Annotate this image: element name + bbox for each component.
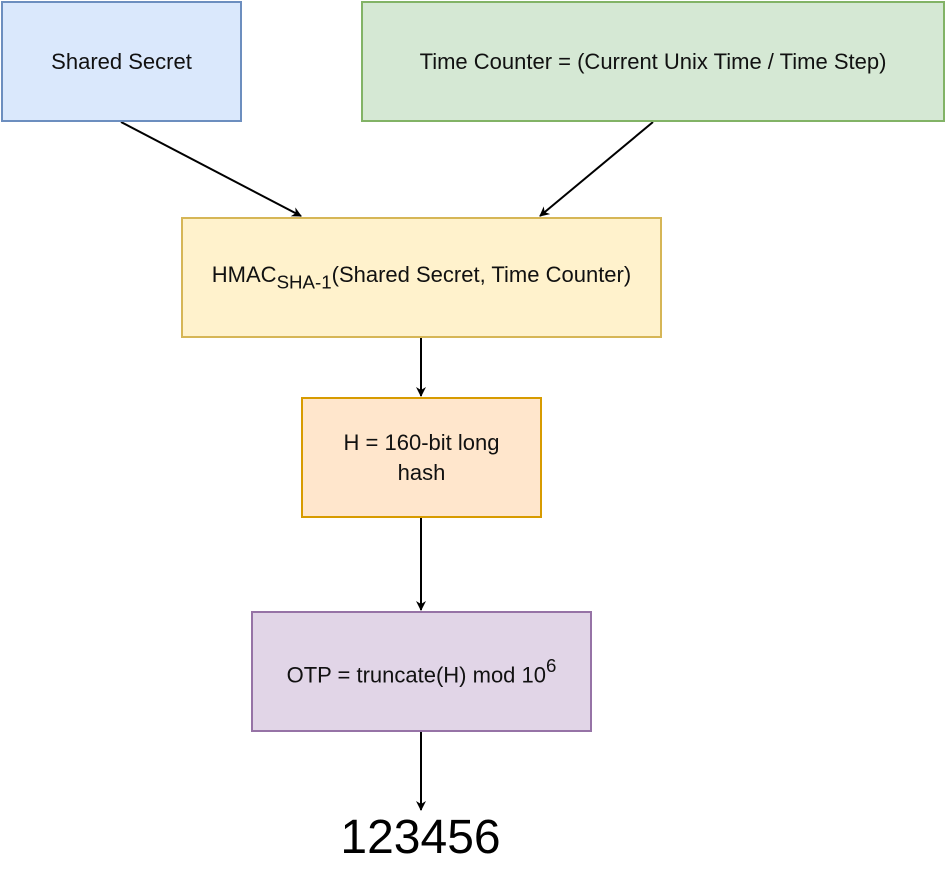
hash-label: H = 160-bit long hash <box>343 429 500 485</box>
hmac-prefix: HMAC <box>211 262 277 288</box>
shared-secret-node: Shared Secret <box>1 1 242 122</box>
hash-node: H = 160-bit long hash <box>301 397 542 518</box>
otp-result-value: 123456 <box>340 811 501 864</box>
edge-counter-to-hmac <box>539 121 654 217</box>
time-counter-label: Time Counter = (Current Unix Time / Time… <box>419 48 887 74</box>
otp-label: OTP = truncate(H) mod 106 <box>287 653 557 690</box>
hmac-suffix: (Shared Secret, Time Counter) <box>331 262 632 288</box>
otp-superscript: 6 <box>546 655 557 677</box>
edge-secret-to-hmac <box>120 121 302 217</box>
shared-secret-label: Shared Secret <box>51 48 192 74</box>
hmac-label: HMACSHA-1(Shared Secret, Time Counter) <box>212 260 631 295</box>
hmac-subscript: SHA-1 <box>276 271 332 293</box>
time-counter-node: Time Counter = (Current Unix Time / Time… <box>361 1 945 122</box>
otp-prefix: OTP = truncate(H) mod 10 <box>286 662 547 688</box>
hmac-node: HMACSHA-1(Shared Secret, Time Counter) <box>181 217 662 338</box>
otp-node: OTP = truncate(H) mod 106 <box>251 611 592 732</box>
